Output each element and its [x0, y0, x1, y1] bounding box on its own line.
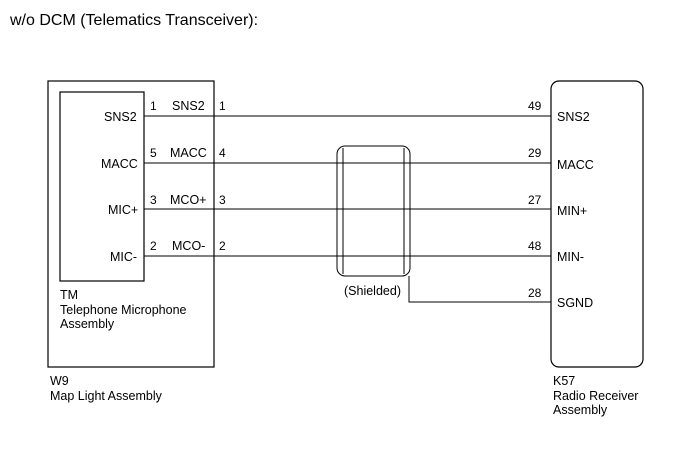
map-light-assembly-box [47, 80, 215, 368]
w9-signal-mco-plus: MCO+ [170, 193, 206, 207]
k57-pin-48: 48 [528, 239, 542, 253]
tm-pin-3: 3 [150, 193, 157, 207]
k57-name-line1: Radio Receiver [553, 389, 638, 403]
radio-receiver-box [550, 80, 644, 368]
tm-code: TM [60, 288, 78, 302]
k57-terminal-min-minus: MIN- [557, 250, 584, 264]
tm-pin-5: 5 [150, 146, 157, 160]
diagram-title: w/o DCM (Telematics Transceiver): [9, 12, 258, 29]
tm-name-line2: Assembly [60, 317, 115, 331]
w9-name: Map Light Assembly [50, 389, 163, 403]
w9-pin-1: 1 [219, 99, 226, 113]
w9-pin-2: 2 [219, 239, 226, 253]
k57-code: K57 [553, 374, 575, 388]
tm-terminal-sns2: SNS2 [104, 110, 137, 124]
k57-name-line2: Assembly [553, 403, 608, 417]
tm-terminal-mic-plus: MIC+ [108, 203, 138, 217]
tm-terminal-macc: MACC [101, 157, 138, 171]
k57-terminal-sns2: SNS2 [557, 110, 590, 124]
w9-signal-sns2: SNS2 [172, 99, 205, 113]
shield-outline [336, 145, 411, 277]
k57-terminal-sgnd: SGND [557, 296, 593, 310]
w9-code: W9 [50, 374, 69, 388]
tm-terminal-mic-minus: MIC- [110, 250, 137, 264]
w9-signal-macc: MACC [170, 146, 207, 160]
shield-label: (Shielded) [344, 284, 401, 298]
k57-pin-49: 49 [528, 99, 542, 113]
tm-pin-2: 2 [150, 239, 157, 253]
telephone-microphone-box [59, 91, 145, 282]
tm-pin-1: 1 [150, 99, 157, 113]
k57-terminal-min-plus: MIN+ [557, 204, 587, 218]
k57-pin-29: 29 [528, 146, 542, 160]
w9-signal-mco-minus: MCO- [172, 239, 205, 253]
k57-pin-28: 28 [528, 286, 542, 300]
tm-name-line1: Telephone Microphone [60, 303, 187, 317]
wire-sgnd [408, 276, 551, 303]
k57-pin-27: 27 [528, 193, 542, 207]
w9-pin-4: 4 [219, 146, 226, 160]
w9-pin-3: 3 [219, 193, 226, 207]
k57-terminal-macc: MACC [557, 158, 594, 172]
